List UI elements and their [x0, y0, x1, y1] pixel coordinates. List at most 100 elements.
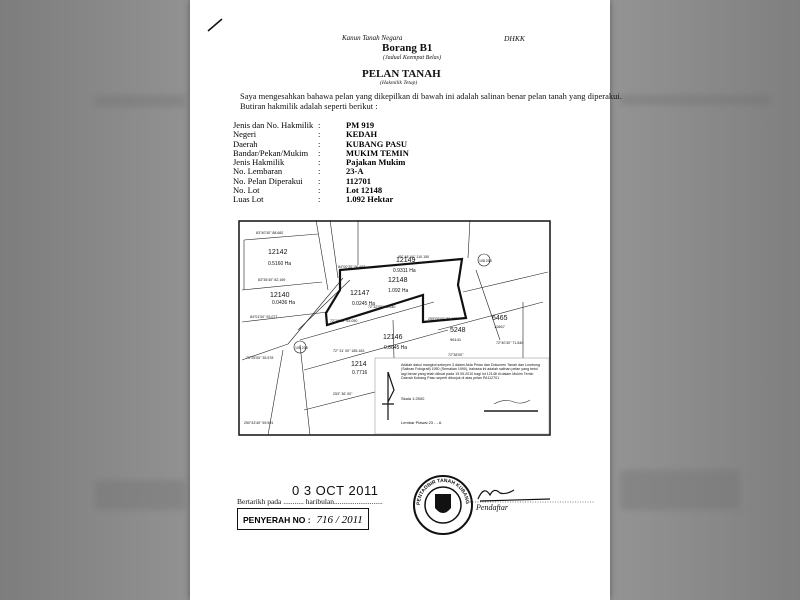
bearing-label: 250°43'40" 59.591	[244, 421, 273, 425]
bearing-label: 83°40'30" 88.682	[256, 231, 283, 235]
form-title: Borang B1	[382, 42, 433, 54]
document-page: Kanun Tanah Negara DHKK Borang B1 (Jadua…	[190, 0, 622, 600]
bearing-label: 253° 36' 00"	[333, 392, 353, 396]
detail-value: PM 919	[346, 120, 375, 130]
sheet-refs: 108 203 108 238	[293, 253, 492, 354]
detail-row: Daerah: KUBANG PASU	[233, 138, 409, 149]
map-scale: Skala 1:2500	[401, 396, 425, 401]
detail-value: KEDAH	[346, 129, 378, 140]
lot-area: 0.7716	[352, 370, 368, 376]
background-ghost	[620, 95, 770, 105]
detail-value: 1.092 Hektar	[346, 194, 394, 205]
lot-area: 0.0436 Ha	[272, 300, 295, 306]
lot-number: 12146	[383, 334, 403, 341]
bearing-label: 83°35'40" 82.169	[258, 278, 285, 282]
detail-label: Luas Lot	[233, 194, 264, 205]
bearings: 83°40'30" 88.682 83°35'40" 82.169 84°01'…	[244, 231, 523, 425]
intro-line-2: Butiran hakmilik adalah seperti berikut …	[240, 101, 378, 111]
detail-label: Negeri	[233, 129, 257, 140]
lot-number: 5248	[450, 327, 466, 334]
detail-sep: :	[318, 185, 321, 196]
bearing-label: 84°00'30" 56.997	[338, 265, 365, 269]
intro-line-1: Saya mengesahkan bahawa pelan yang dikep…	[240, 91, 622, 101]
stamp-date: 0 3 OCT 2011	[292, 483, 379, 498]
detail-row: No. Pelan Diperakui: 112701	[233, 175, 409, 186]
detail-sep: :	[318, 147, 321, 158]
header-code: DHKK	[504, 34, 525, 43]
bearing-label: 85° 48' 00" 110.150	[398, 255, 429, 259]
lot-area: 0.8645 Ha	[384, 345, 407, 351]
lot-area: 0.9311 Ha	[393, 268, 416, 274]
title-details: Jenis dan No. Hakmilik: PM 919 Negeri: KED…	[233, 120, 409, 205]
detail-label: Bandar/Pekan/Mukim	[233, 147, 309, 158]
north-arrow-icon	[382, 371, 395, 420]
detail-sep: :	[318, 166, 321, 177]
lot-number: 12142	[268, 249, 288, 256]
certification-box	[374, 357, 550, 435]
surveyor-signature	[493, 399, 531, 405]
lot-12148-boundary	[324, 257, 468, 327]
lot-area: 1.092 Ha	[388, 288, 409, 294]
penyerah-number: 716 / 2011	[316, 514, 363, 526]
detail-value: 112701	[346, 175, 372, 186]
detail-value: Pajakan Mukim	[346, 157, 406, 168]
penyerah-box: PENYERAH NO : 716 / 2011	[237, 508, 369, 530]
detail-row: Luas Lot: 1.092 Hektar	[233, 194, 409, 205]
pen-mark	[207, 18, 223, 32]
penyerah-label: PENYERAH NO :	[243, 515, 311, 525]
detail-row: No. Lot: Lot 12148	[233, 185, 409, 196]
detail-sep: :	[318, 138, 321, 149]
bearing-label: 72°32'00" 73.640	[368, 305, 395, 309]
background-ghost	[95, 480, 185, 510]
crest-icon	[435, 494, 451, 513]
lot-number: 6465	[492, 315, 508, 322]
detail-sep: :	[318, 129, 321, 140]
detail-value: 23-A	[346, 166, 364, 177]
map-sheet: Lembar Piawai 23 - - A	[401, 420, 442, 425]
registrar-signature	[470, 489, 595, 503]
detail-value: MUKIM TEMIN	[346, 147, 409, 158]
detail-label: No. Lot	[233, 185, 260, 196]
detail-sep: :	[318, 157, 321, 168]
bearing-label: 84°01'00" 93.077	[250, 315, 277, 319]
bearing-label: 72°40'30" 71.840	[496, 341, 523, 345]
bearing-label: 259°05'00" 58.470	[428, 317, 457, 321]
detail-label: Jenis dan No. Hakmilik	[233, 120, 314, 130]
detail-label: No. Pelan Diperakui	[233, 175, 303, 186]
detail-sep: :	[318, 194, 321, 205]
background-ghost	[95, 95, 185, 107]
form-subtitle: (Jadual Keempat Belas)	[383, 55, 441, 61]
lot-number: 1214	[351, 361, 367, 368]
certification-note: Adalah dakui mangkot sekeyen 3 dalam Akt…	[401, 363, 540, 381]
detail-label: Jenis Hakmilik	[233, 157, 285, 168]
detail-sep: :	[318, 120, 321, 130]
header-law: Kanun Tanah Negara	[342, 34, 403, 42]
lot-area: 0.0245 Ha	[352, 301, 375, 307]
detail-value: KUBANG PASU	[346, 138, 407, 149]
lot-number: 12140	[270, 292, 290, 299]
detail-label: Daerah	[233, 138, 258, 149]
background-ghost	[620, 470, 740, 510]
bearing-label: 73°25'00" 35.578	[246, 356, 273, 360]
dated-line: Bertarikh pada ........... haribulan....…	[237, 497, 383, 506]
registrar-title: Pendaftar	[476, 503, 508, 512]
lot-number: 12148	[388, 277, 408, 284]
bearing-label: 72°16'30" 63.050	[330, 319, 357, 323]
lot-number: 12147	[350, 290, 370, 297]
detail-value: Lot 12148	[346, 185, 383, 196]
bearing-label: 72°38'00"	[448, 353, 464, 357]
detail-row: Negeri: KEDAH	[233, 129, 409, 140]
lot-area: 96141	[450, 337, 462, 342]
lot-number: 12149	[396, 257, 416, 264]
doc-title: PELAN TANAH	[362, 68, 441, 80]
sheet-ref: 108 238	[295, 346, 308, 350]
surveyor-name	[484, 410, 538, 412]
detail-row: Jenis Hakmilik: Pajakan Mukim	[233, 157, 409, 168]
lot-area: 11667	[494, 324, 506, 329]
detail-row: Jenis dan No. Hakmilik: PM 919	[233, 120, 409, 130]
doc-subtitle: (Hakmilik Tetap)	[380, 80, 418, 86]
detail-sep: :	[318, 175, 321, 186]
detail-row: Bandar/Pekan/Mukim: MUKIM TEMIN	[233, 147, 409, 158]
